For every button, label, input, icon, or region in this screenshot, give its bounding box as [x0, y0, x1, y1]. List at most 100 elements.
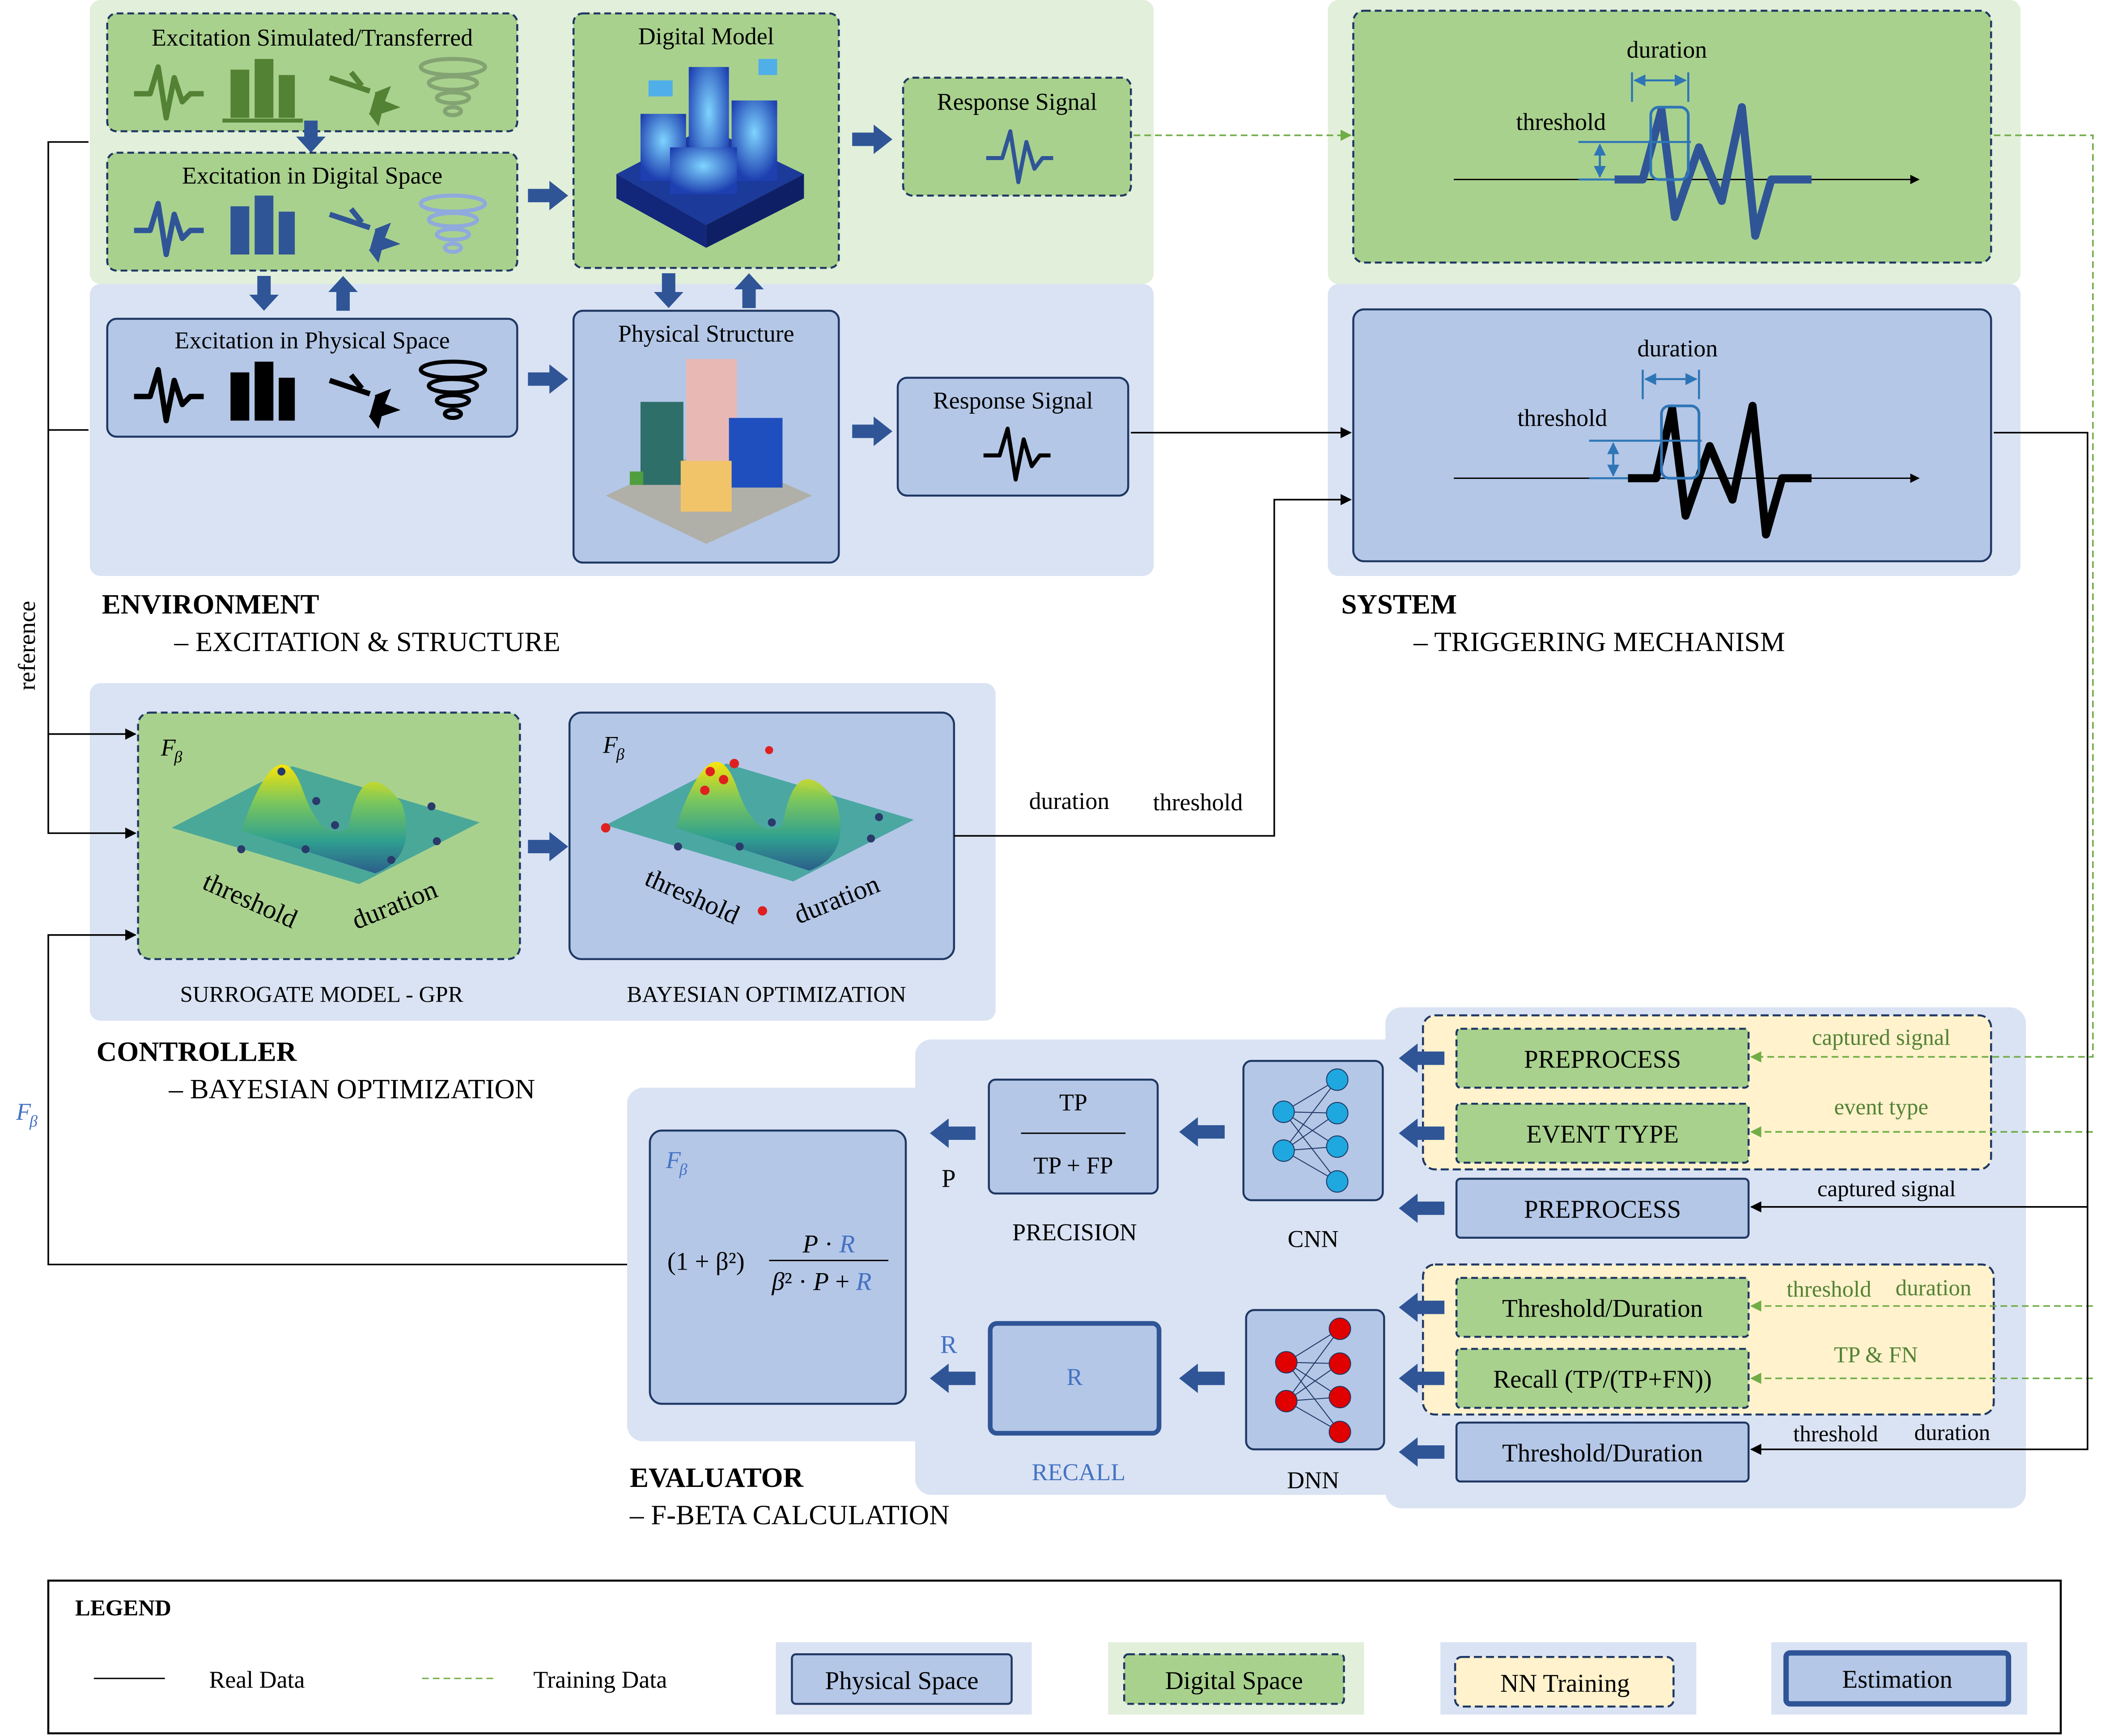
tornado-icon: [419, 360, 487, 420]
reference-label: reference: [13, 601, 40, 690]
svg-text:F: F: [603, 731, 618, 758]
arrow-excitation-to-digital-model: [528, 181, 569, 211]
svg-text:F: F: [16, 1098, 31, 1125]
svg-text:β: β: [616, 745, 624, 763]
cnn-network-icon: [1272, 1068, 1349, 1193]
threshold-real-label: threshold: [1793, 1422, 1878, 1447]
event-type-label: EVENT TYPE: [1526, 1120, 1679, 1148]
precision-numerator: TP: [1059, 1089, 1087, 1116]
response-wave-icon: [986, 129, 1053, 184]
captured-signal-training-label: captured signal: [1812, 1025, 1951, 1050]
excitation-icons-digital: [134, 193, 487, 263]
duration-real-label: duration: [1914, 1420, 1991, 1445]
arrow-digital-to-physical-excitation: [249, 276, 279, 311]
r-label: R: [940, 1330, 957, 1359]
event-type-box: [1455, 1102, 1750, 1164]
precision-box: [988, 1079, 1159, 1195]
precision-denominator: TP + FP: [1033, 1152, 1113, 1179]
building-collapse-icon: [230, 361, 295, 421]
excitation-digital-box: [106, 152, 518, 272]
legend-physical-box: [791, 1653, 1013, 1705]
arrow-threshold-to-dnn: [1399, 1292, 1445, 1322]
trigger-physical-duration: duration: [1638, 335, 1718, 362]
event-type-training-label: event type: [1834, 1095, 1928, 1120]
svg-text:F: F: [666, 1147, 681, 1173]
arrow-threshold-real-to-dnn: [1399, 1437, 1445, 1467]
arrow-preprocess-to-cnn: [1399, 1043, 1445, 1073]
precision-label: PRECISION: [1012, 1219, 1137, 1246]
arrow-cnn-to-precision: [1179, 1117, 1225, 1147]
legend-digital-label: Digital Space: [1165, 1667, 1303, 1695]
controller-title: CONTROLLER: [97, 1036, 297, 1067]
legend-real-data-label: Real Data: [209, 1666, 305, 1693]
arrow-structure-to-response-physical: [852, 416, 893, 446]
arrow-preprocess-real-to-cnn: [1399, 1193, 1445, 1223]
controller-output-threshold: threshold: [1153, 789, 1243, 816]
arrow-model-to-response-digital: [852, 124, 893, 154]
response-signal-digital-label: Response Signal: [937, 89, 1097, 115]
arrow-event-to-cnn: [1399, 1118, 1445, 1148]
building-collapse-icon: [222, 59, 303, 123]
p-label: P: [942, 1164, 956, 1193]
digital-city-illustration: [616, 59, 804, 248]
impact-hammer-icon: [329, 373, 401, 429]
threshold-duration-real-box: [1455, 1421, 1750, 1483]
recall-formula-label: Recall (TP/(TP+FN)): [1493, 1365, 1712, 1393]
trigger-digital-threshold: threshold: [1516, 109, 1606, 135]
tornado-icon: [419, 193, 487, 254]
legend-training-data-label: Training Data: [533, 1666, 667, 1693]
dnn-label: DNN: [1287, 1467, 1339, 1494]
impact-hammer-icon: [329, 71, 401, 127]
trigger-digital-plot: duration threshold: [1454, 36, 1920, 240]
preprocess-training-box: [1455, 1028, 1750, 1089]
legend-estimation-label: Estimation: [1842, 1665, 1952, 1694]
cnn-label: CNN: [1288, 1226, 1339, 1253]
duration-training-label: duration: [1896, 1276, 1972, 1301]
fbeta-box-symbol: F β: [666, 1147, 688, 1178]
arrow-simulated-to-digital: [296, 120, 326, 153]
tp-fn-training-label: TP & FN: [1834, 1342, 1918, 1368]
system-title: SYSTEM: [1341, 589, 1457, 620]
arrow-recall-to-fbeta: [930, 1363, 976, 1393]
svg-text:F: F: [161, 734, 176, 761]
fbeta-box: [649, 1129, 907, 1405]
seismic-wave-icon: [134, 367, 204, 423]
arrow-surrogate-to-bayesian: [528, 832, 569, 862]
response-signal-physical-box: [896, 377, 1129, 497]
excitation-physical-box: [106, 318, 518, 438]
response-signal-physical-label: Response Signal: [933, 387, 1093, 414]
excitation-digital-label: Excitation in Digital Space: [182, 162, 442, 189]
building-collapse-icon: [230, 195, 295, 255]
controller-output-duration: duration: [1029, 788, 1110, 814]
svg-text:β: β: [174, 748, 183, 766]
trigger-digital-duration: duration: [1627, 36, 1707, 63]
dnn-network-icon: [1275, 1317, 1351, 1444]
preprocess-real-box: [1455, 1177, 1750, 1239]
legend-estimation-box: [1783, 1650, 2012, 1707]
legend-nn-label: NN Training: [1500, 1669, 1630, 1698]
arrow-precision-to-fbeta: [930, 1118, 976, 1148]
physical-city-illustration: [606, 359, 812, 544]
threshold-training-label: threshold: [1787, 1277, 1871, 1302]
system-subtitle: – TRIGGERING MECHANISM: [1413, 626, 1785, 657]
svg-text:(1 + β²): (1 + β²): [667, 1248, 745, 1276]
threshold-duration-training-box: [1455, 1277, 1750, 1338]
impact-hammer-icon: [329, 207, 401, 263]
reference-line-surrogate: [47, 734, 137, 839]
environment-title: ENVIRONMENT: [102, 589, 319, 620]
bayesian-label: BAYESIAN OPTIMIZATION: [627, 982, 906, 1008]
trigger-physical-threshold: threshold: [1517, 405, 1607, 432]
environment-subtitle: – EXCITATION & STRUCTURE: [174, 626, 560, 657]
preprocess-training-label: PREPROCESS: [1524, 1045, 1681, 1073]
threshold-duration-training-label: Threshold/Duration: [1502, 1294, 1703, 1322]
captured-signal-real-label: captured signal: [1817, 1177, 1956, 1202]
physical-structure-label: Physical Structure: [618, 320, 794, 347]
fbeta-feedback-line: [47, 929, 650, 1266]
legend-nn-box: [1454, 1656, 1675, 1708]
digital-model-label: Digital Model: [638, 23, 774, 50]
excitation-physical-label: Excitation in Physical Space: [174, 327, 450, 354]
evaluator-subtitle: – F-BETA CALCULATION: [629, 1499, 950, 1531]
training-line-system-to-evaluator: [1750, 134, 2094, 1063]
seismic-wave-icon: [134, 201, 204, 258]
